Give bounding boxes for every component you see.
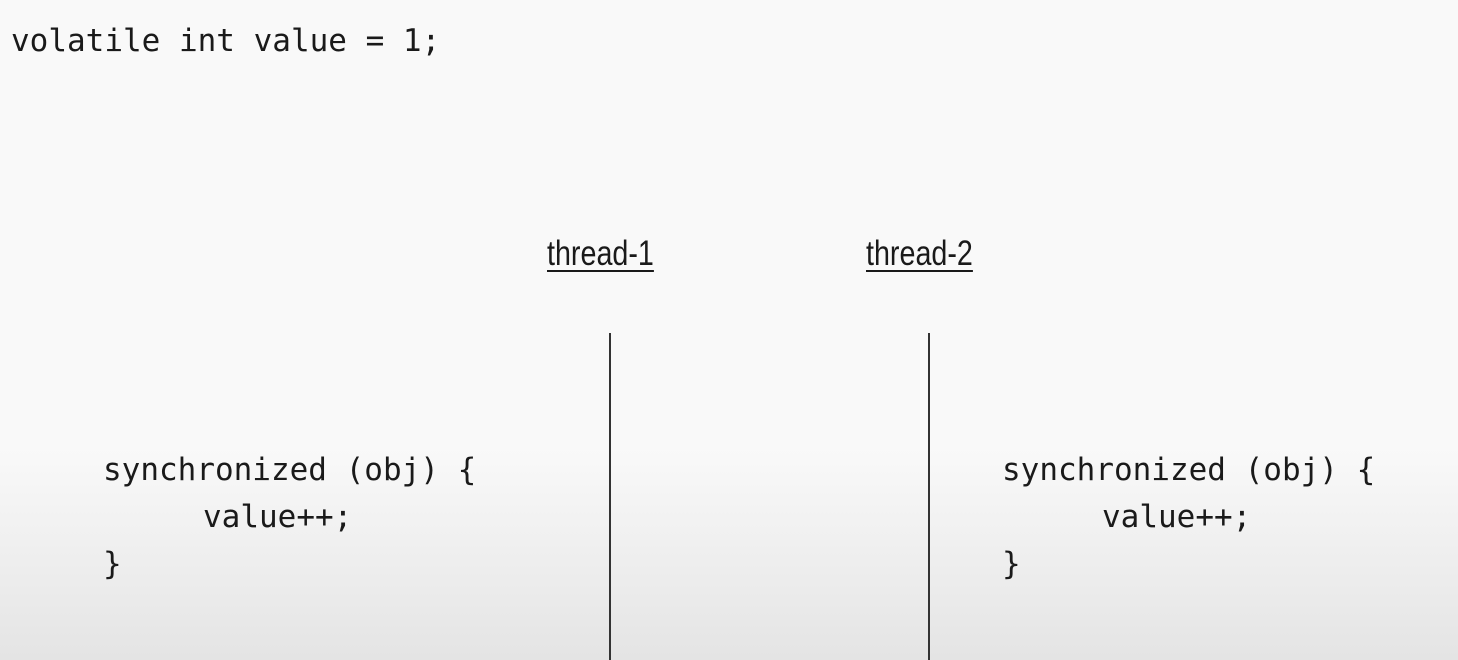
increment-line: value++; xyxy=(1102,499,1252,535)
thread-2-timeline xyxy=(928,333,930,660)
thread-1-timeline xyxy=(609,333,611,660)
sync-open-line: synchronized (obj) { xyxy=(103,452,477,488)
thread-2-label: thread-2 xyxy=(866,234,973,273)
sync-close-line: } xyxy=(1002,546,1021,582)
thread-2-code-block: synchronized (obj) { value++; } xyxy=(1002,455,1375,599)
increment-line: value++; xyxy=(203,499,353,535)
thread-1-code-block: synchronized (obj) { value++; } xyxy=(103,455,476,599)
sync-open-line: synchronized (obj) { xyxy=(1002,452,1376,488)
thread-1-label: thread-1 xyxy=(547,234,654,273)
volatile-declaration: volatile int value = 1; xyxy=(11,23,441,59)
sync-close-line: } xyxy=(103,546,122,582)
